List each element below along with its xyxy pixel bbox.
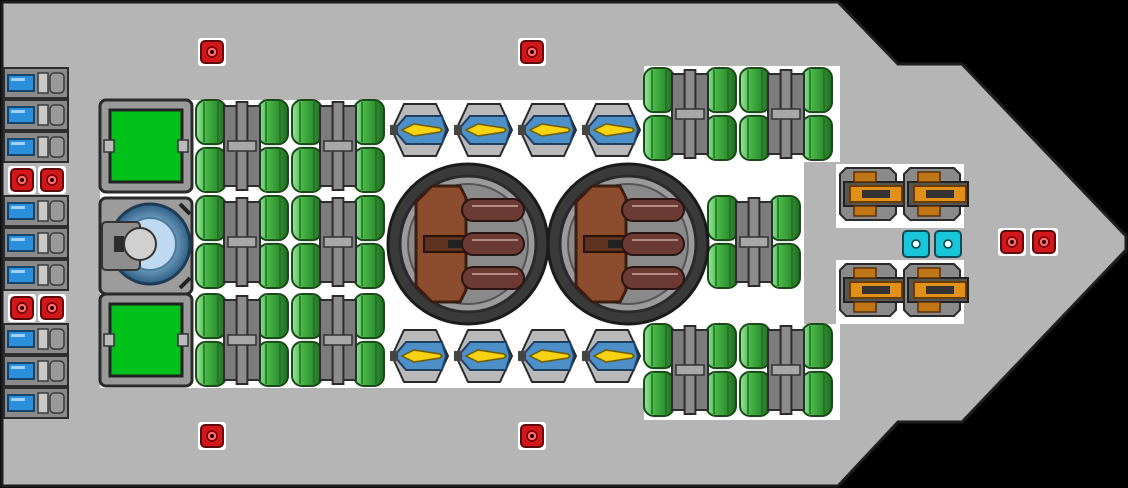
battery-cell-icon[interactable] bbox=[3, 387, 69, 419]
hydrogen-tank-icon[interactable] bbox=[643, 67, 737, 161]
battery-column bbox=[3, 67, 69, 419]
alarm-light-icon[interactable] bbox=[1030, 228, 1058, 256]
drills bbox=[839, 167, 969, 317]
reactor-core-icon[interactable] bbox=[98, 292, 194, 388]
gatling-turret-icon[interactable] bbox=[546, 162, 710, 326]
ion-thruster-icon[interactable] bbox=[454, 103, 514, 157]
hydrogen-tank-icon[interactable] bbox=[291, 99, 385, 193]
hydrogen-tank-icon[interactable] bbox=[195, 195, 289, 289]
alarm-light-icon[interactable] bbox=[198, 422, 226, 450]
hydrogen-tank-icon[interactable] bbox=[195, 99, 289, 193]
battery-cell-icon[interactable] bbox=[3, 227, 69, 259]
battery-cell-icon[interactable] bbox=[3, 323, 69, 355]
thrusters bbox=[390, 103, 642, 383]
turrets bbox=[386, 162, 710, 326]
hydrogen-tank-icon[interactable] bbox=[739, 67, 833, 161]
hydrogen-tank-icon[interactable] bbox=[739, 323, 833, 417]
gyroscope-icon[interactable] bbox=[98, 196, 194, 296]
reactor-core-icon[interactable] bbox=[98, 98, 194, 194]
hydrogen-tank-icon[interactable] bbox=[195, 293, 289, 387]
cyan-light-icon[interactable] bbox=[902, 230, 930, 258]
ion-thruster-icon[interactable] bbox=[454, 329, 514, 383]
ion-thruster-icon[interactable] bbox=[390, 329, 450, 383]
hydrogen-tank-icon[interactable] bbox=[291, 293, 385, 387]
drill-emitter-icon[interactable] bbox=[903, 263, 969, 317]
battery-cell-icon[interactable] bbox=[3, 259, 69, 291]
gyroscope bbox=[98, 196, 194, 296]
hydrogen-tank-icon[interactable] bbox=[643, 323, 737, 417]
alarm-light-icon[interactable] bbox=[8, 294, 36, 322]
drill-emitter-icon[interactable] bbox=[839, 263, 905, 317]
alarm-light-icon[interactable] bbox=[998, 228, 1026, 256]
gatling-turret-icon[interactable] bbox=[386, 162, 550, 326]
alarm-light-icon[interactable] bbox=[38, 294, 66, 322]
hydrogen-tank-icon[interactable] bbox=[707, 195, 801, 289]
alarm-lights bbox=[8, 38, 1058, 450]
battery-cell-icon[interactable] bbox=[3, 99, 69, 131]
ion-thruster-icon[interactable] bbox=[518, 103, 578, 157]
alarm-light-icon[interactable] bbox=[38, 166, 66, 194]
ion-thruster-icon[interactable] bbox=[390, 103, 450, 157]
cyan-light-icon[interactable] bbox=[934, 230, 962, 258]
reactors bbox=[98, 98, 194, 388]
battery-cell-icon[interactable] bbox=[3, 195, 69, 227]
alarm-light-icon[interactable] bbox=[8, 166, 36, 194]
hydrogen-tank-icon[interactable] bbox=[291, 195, 385, 289]
alarm-light-icon[interactable] bbox=[518, 422, 546, 450]
battery-cell-icon[interactable] bbox=[3, 355, 69, 387]
alarm-light-icon[interactable] bbox=[518, 38, 546, 66]
drill-emitter-icon[interactable] bbox=[839, 167, 905, 221]
ion-thruster-icon[interactable] bbox=[518, 329, 578, 383]
cyan-lights bbox=[902, 230, 962, 258]
drill-emitter-icon[interactable] bbox=[903, 167, 969, 221]
battery-cell-icon[interactable] bbox=[3, 131, 69, 163]
alarm-light-icon[interactable] bbox=[198, 38, 226, 66]
ion-thruster-icon[interactable] bbox=[582, 329, 642, 383]
ion-thruster-icon[interactable] bbox=[582, 103, 642, 157]
battery-cell-icon[interactable] bbox=[3, 67, 69, 99]
hydrogen-tanks bbox=[195, 67, 833, 417]
